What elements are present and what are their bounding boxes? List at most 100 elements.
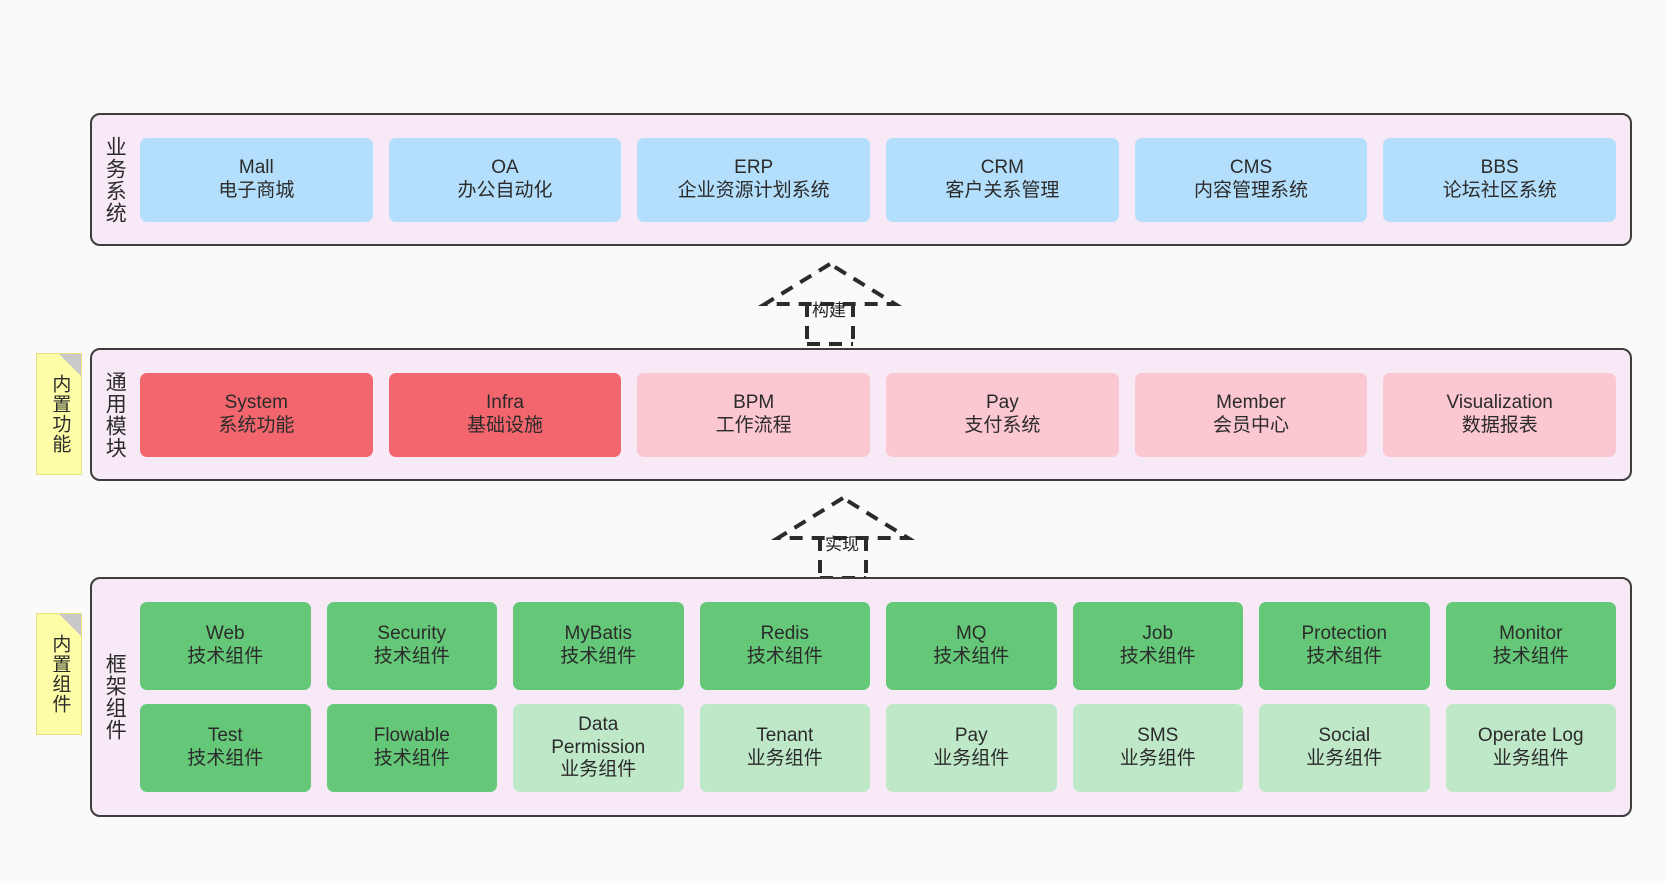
node-member[interactable]: Member 会员中心	[1134, 372, 1368, 457]
node-title: Pay	[954, 725, 988, 747]
node-title: System	[224, 391, 289, 413]
node-title: Tenant	[756, 725, 814, 747]
node-title: Protection	[1301, 623, 1388, 645]
node-title: Security	[377, 623, 447, 645]
node-oa[interactable]: OA 办公自动化	[388, 137, 622, 222]
layer-body-business-systems: Mall 电子商城 OA 办公自动化 ERP 企业资源计划系统 CRM 客户关系…	[136, 115, 1630, 244]
note-builtin-components: 内置组件	[36, 613, 82, 735]
node-redis[interactable]: Redis 技术组件	[699, 602, 870, 690]
node-operate-log[interactable]: Operate Log 业务组件	[1445, 704, 1616, 792]
node-job[interactable]: Job 技术组件	[1072, 602, 1243, 690]
note-label: 内置功能	[49, 374, 71, 454]
note-fold-icon	[59, 614, 81, 636]
node-pay-component[interactable]: Pay 业务组件	[886, 704, 1057, 792]
node-monitor[interactable]: Monitor 技术组件	[1445, 602, 1616, 690]
node-subtitle: 技术组件	[187, 748, 264, 769]
node-subtitle: 客户关系管理	[945, 179, 1060, 201]
node-title: OA	[491, 156, 519, 178]
node-subtitle: 企业资源计划系统	[677, 179, 830, 201]
layer-title-framework-components: 框架组件	[103, 653, 127, 741]
node-title: Infra	[485, 391, 525, 413]
node-title: Test	[207, 725, 243, 747]
node-title: MyBatis	[564, 623, 633, 645]
node-subtitle: 技术组件	[746, 646, 823, 667]
node-title: ERP	[734, 156, 774, 178]
node-subtitle: 技术组件	[560, 646, 637, 667]
node-subtitle: 内容管理系统	[1194, 179, 1309, 201]
node-subtitle: 业务组件	[933, 748, 1010, 769]
node-subtitle: 技术组件	[373, 646, 450, 667]
node-mq[interactable]: MQ 技术组件	[886, 602, 1057, 690]
node-subtitle: 支付系统	[964, 414, 1041, 436]
note-label: 内置组件	[49, 634, 71, 714]
row: System 系统功能 Infra 基础设施 BPM 工作流程 Pay 支付系统…	[140, 372, 1617, 457]
node-subtitle: 技术组件	[1492, 646, 1569, 667]
node-title: Member	[1216, 391, 1286, 413]
node-subtitle: 技术组件	[373, 748, 450, 769]
node-pay[interactable]: Pay 支付系统	[886, 372, 1119, 457]
node-title: MQ	[955, 623, 987, 645]
node-subtitle: 业务组件	[1492, 748, 1569, 769]
node-title: Monitor	[1499, 623, 1563, 645]
layer-title-common-modules: 通用模块	[103, 370, 127, 459]
node-title: Mall	[238, 156, 274, 178]
node-social[interactable]: Social 业务组件	[1259, 704, 1430, 792]
layer-common-modules: 通用模块 System 系统功能 Infra 基础设施 BPM 工作流程 Pay…	[90, 348, 1632, 481]
node-title: Job	[1142, 623, 1174, 645]
node-sms[interactable]: SMS 业务组件	[1072, 704, 1243, 792]
row: Web 技术组件 Security 技术组件 MyBatis 技术组件 Redi…	[140, 602, 1616, 690]
layer-business-systems: 业务系统 Mall 电子商城 OA 办公自动化 ERP 企业资源计划系统 CRM…	[90, 113, 1632, 246]
node-subtitle: 技术组件	[933, 646, 1010, 667]
node-subtitle: 技术组件	[1306, 646, 1383, 667]
node-subtitle: 工作流程	[715, 414, 792, 436]
node-infra[interactable]: Infra 基础设施	[388, 372, 622, 457]
node-title: BBS	[1480, 156, 1519, 178]
node-title: BPM	[733, 391, 775, 413]
node-bbs[interactable]: BBS 论坛社区系统	[1383, 137, 1617, 222]
note-fold-icon	[59, 354, 81, 376]
node-visualization[interactable]: Visualization 数据报表	[1383, 372, 1617, 457]
node-subtitle: 数据报表	[1461, 414, 1538, 436]
node-title: Flowable	[373, 725, 450, 747]
node-title: Social	[1318, 725, 1371, 747]
node-subtitle: 电子商城	[218, 179, 295, 201]
node-title: Data Permission	[551, 713, 646, 758]
connector-build-label: 构建	[812, 301, 846, 320]
layer-body-common-modules: System 系统功能 Infra 基础设施 BPM 工作流程 Pay 支付系统…	[136, 350, 1630, 479]
connector-build: 构建	[755, 258, 905, 346]
node-flowable[interactable]: Flowable 技术组件	[326, 704, 497, 792]
note-builtin-functions: 内置功能	[36, 353, 82, 475]
node-system[interactable]: System 系统功能	[140, 372, 373, 457]
node-subtitle: 业务组件	[1306, 748, 1383, 769]
connector-implement: 实现	[768, 492, 918, 580]
node-title: Web	[205, 623, 245, 645]
node-test[interactable]: Test 技术组件	[140, 704, 311, 792]
node-subtitle: 业务组件	[560, 759, 637, 781]
node-protection[interactable]: Protection 技术组件	[1259, 602, 1430, 690]
node-crm[interactable]: CRM 客户关系管理	[886, 137, 1119, 222]
node-subtitle: 业务组件	[746, 748, 823, 769]
row: Test 技术组件 Flowable 技术组件 Data Permission …	[140, 704, 1616, 792]
node-title: Redis	[760, 623, 810, 645]
node-web[interactable]: Web 技术组件	[140, 602, 311, 690]
node-bpm[interactable]: BPM 工作流程	[637, 372, 871, 457]
node-tenant[interactable]: Tenant 业务组件	[699, 704, 870, 792]
node-title: Operate Log	[1477, 725, 1584, 747]
node-subtitle: 技术组件	[187, 646, 264, 667]
node-cms[interactable]: CMS 内容管理系统	[1134, 137, 1368, 222]
node-subtitle: 会员中心	[1213, 414, 1290, 436]
node-title: CRM	[980, 156, 1024, 178]
row: Mall 电子商城 OA 办公自动化 ERP 企业资源计划系统 CRM 客户关系…	[140, 137, 1617, 222]
node-mall[interactable]: Mall 电子商城	[140, 137, 373, 222]
node-data-permission[interactable]: Data Permission 业务组件	[513, 704, 684, 792]
arrowhead-triangle	[770, 495, 916, 540]
node-subtitle: 系统功能	[218, 414, 295, 436]
node-mybatis[interactable]: MyBatis 技术组件	[513, 602, 684, 690]
node-title: CMS	[1229, 156, 1273, 178]
node-security[interactable]: Security 技术组件	[326, 602, 497, 690]
node-title: Pay	[985, 391, 1019, 413]
node-erp[interactable]: ERP 企业资源计划系统	[637, 137, 871, 222]
connector-implement-label: 实现	[825, 535, 859, 554]
layer-body-framework-components: Web 技术组件 Security 技术组件 MyBatis 技术组件 Redi…	[136, 579, 1630, 815]
